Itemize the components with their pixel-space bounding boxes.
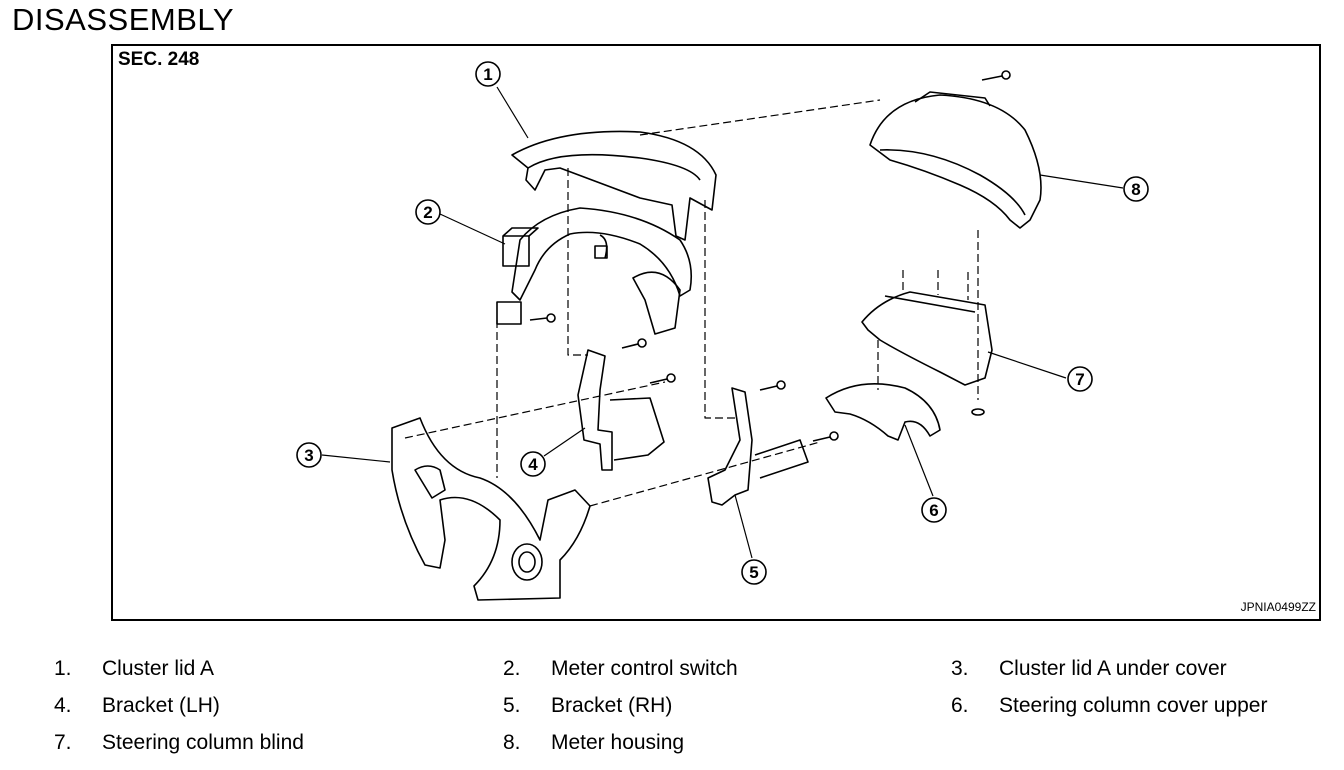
screws [529,70,1011,442]
figure-id: JPNIA0499ZZ [1240,600,1316,614]
callout-3: 3 [304,446,313,465]
parts-legend: 1. Cluster lid A 2. Meter control switch… [54,657,1268,754]
callout-8: 8 [1131,180,1140,199]
callout-markers: 1 2 3 4 5 6 7 8 [296,61,1149,585]
callout-2: 2 [423,203,432,222]
callout-6: 6 [929,501,938,520]
section-label: SEC. 248 [118,49,200,70]
callout-7: 7 [1075,370,1084,389]
page-title: DISASSEMBLY [12,2,235,37]
callout-leaders [321,86,1124,559]
callout-4: 4 [528,455,538,474]
meter-housing-part [869,91,1042,229]
cluster-lid-a-under-cover-part [391,417,591,601]
bracket-lh-part [577,349,665,471]
steering-column-blind-part [861,291,993,386]
meter-control-switch-part [496,207,693,335]
diagram-frame [111,44,1321,621]
assembly-leader-lines [404,99,979,507]
callout-5: 5 [749,563,758,582]
callout-1: 1 [483,65,492,84]
bracket-rh-part [707,387,809,506]
cluster-lid-a-part [511,130,717,241]
exploded-view-drawing [321,70,1124,601]
